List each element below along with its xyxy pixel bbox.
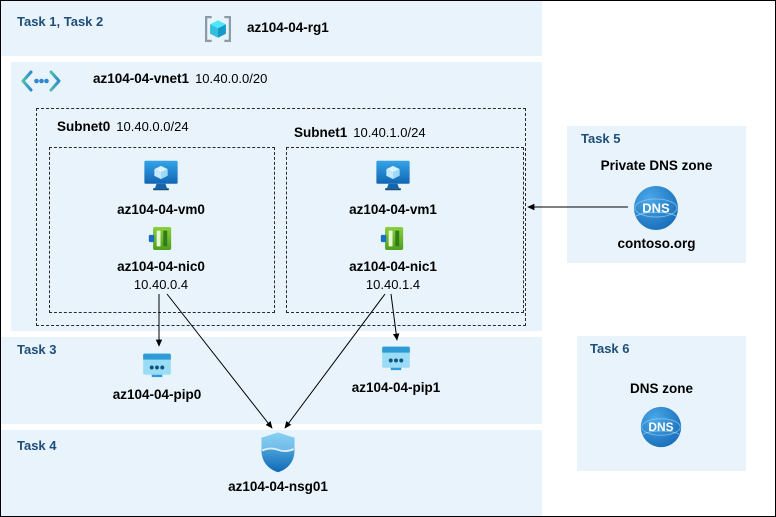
vnet-name: az104-04-vnet1	[93, 71, 190, 86]
dns-icon: DNS	[640, 406, 682, 448]
public-ip-icon	[382, 346, 410, 371]
task4-label: Task 4	[17, 438, 57, 453]
subnet0-cidr: 10.40.0.0/24	[116, 119, 189, 134]
dns-icon-text: DNS	[648, 420, 673, 434]
subnet1-box	[286, 147, 524, 313]
vm-icon	[144, 160, 178, 191]
subnets-outer-box	[36, 108, 526, 326]
pip1-name: az104-04-pip1	[351, 380, 441, 395]
task6-label: Task 6	[590, 341, 630, 356]
resource-group-name: az104-04-rg1	[247, 20, 329, 35]
virtual-network-icon	[21, 70, 61, 92]
nic1-ip: 10.40.1.4	[365, 277, 421, 292]
task12-label: Task 1, Task 2	[17, 14, 104, 29]
subnet0-name: Subnet0	[57, 119, 111, 134]
task5-label: Task 5	[581, 131, 621, 146]
subnet1-label: Subnet1 10.40.1.0/24	[294, 125, 426, 141]
task3-label: Task 3	[17, 342, 57, 357]
nic0-name: az104-04-nic0	[117, 259, 205, 274]
vnet-title: az104-04-vnet1 10.40.0.0/20	[93, 71, 267, 87]
dns-icon-text: DNS	[642, 201, 670, 216]
vm1-name: az104-04-vm1	[349, 202, 437, 217]
nic1-name: az104-04-nic1	[349, 259, 437, 274]
nic-icon	[380, 227, 404, 250]
resource-group-icon	[205, 16, 231, 42]
subnet1-cidr: 10.40.1.0/24	[353, 125, 426, 140]
vm0-name: az104-04-vm0	[117, 202, 205, 217]
nic0-ip: 10.40.0.4	[133, 277, 189, 292]
nsg-name: az104-04-nsg01	[228, 479, 328, 494]
vnet-region	[11, 62, 542, 331]
private-dns-zone-title: Private DNS zone	[600, 158, 713, 173]
dns-icon: DNS	[634, 186, 678, 230]
nsg-shield-icon	[261, 432, 295, 473]
subnet1-name: Subnet1	[294, 125, 348, 140]
subnet0-box	[49, 147, 275, 313]
private-dns-zone-name: contoso.org	[617, 236, 696, 251]
vnet-cidr: 10.40.0.0/20	[195, 71, 268, 86]
pip0-name: az104-04-pip0	[112, 387, 202, 402]
subnet0-label: Subnet0 10.40.0.0/24	[57, 119, 189, 135]
vm-icon	[376, 160, 410, 191]
task6-box	[577, 336, 746, 471]
task12-band	[1, 1, 542, 56]
nic-icon	[148, 227, 172, 250]
dns-zone-title: DNS zone	[629, 381, 693, 396]
public-ip-icon	[143, 353, 171, 378]
